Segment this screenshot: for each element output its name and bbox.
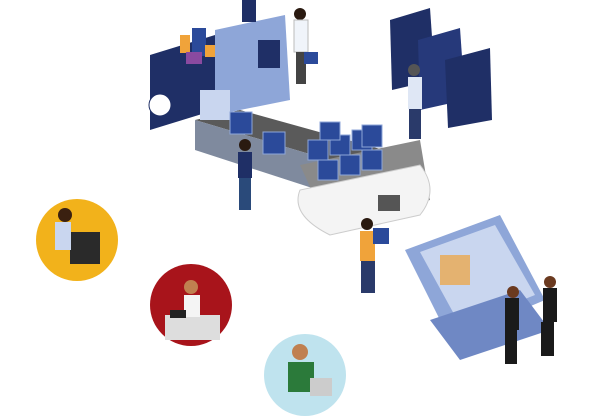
factory-machine xyxy=(148,0,290,130)
worker-carrying-box xyxy=(360,218,389,293)
remote-worker-laptop-circle xyxy=(264,334,346,416)
dollar-boxes xyxy=(229,111,383,181)
worker-servers xyxy=(408,64,422,139)
remote-worker-couch-circle xyxy=(150,264,232,346)
worker-lab-coat xyxy=(293,8,318,84)
remote-worker-desk-circle xyxy=(36,199,118,281)
server-racks xyxy=(390,8,492,128)
businessmen xyxy=(505,276,557,364)
laptop xyxy=(405,215,550,360)
worker-conveyor xyxy=(238,139,252,210)
